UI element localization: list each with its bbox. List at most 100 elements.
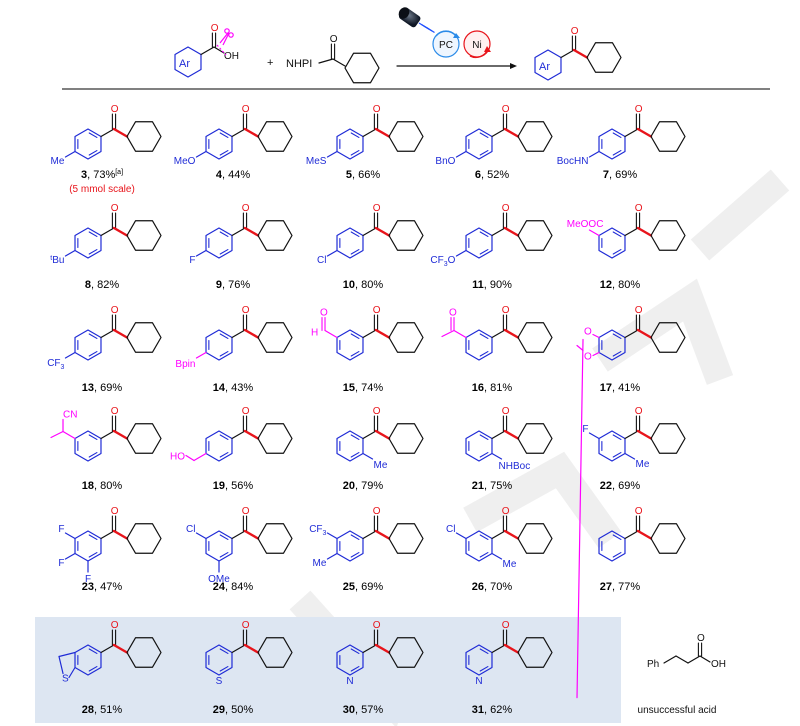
aryl-carbonyl-bond	[231, 430, 246, 440]
aromatic-bond	[88, 452, 98, 458]
aromatic-bond	[88, 666, 98, 672]
substituent-label: F	[58, 524, 64, 535]
new-cc-bond	[636, 429, 653, 440]
oxygen-atom: O	[502, 506, 510, 517]
aryl-carbonyl-bond	[491, 644, 506, 654]
header-oxygen: O	[211, 23, 219, 34]
dioxole-bond	[576, 344, 584, 352]
product-oxygen: O	[571, 26, 579, 37]
new-cc-bond	[503, 328, 520, 339]
compound-label: 24, 84%	[213, 581, 254, 593]
aryl-carbonyl-bond	[100, 644, 115, 654]
compound-label: 4, 44%	[216, 169, 250, 181]
aromatic-bond	[88, 434, 98, 440]
aromatic-bond	[219, 231, 229, 237]
aromatic-bond	[219, 333, 229, 339]
substituent-bond	[362, 452, 374, 460]
header-cyclohexyl	[344, 52, 380, 84]
compound-label: 5, 66%	[346, 169, 380, 181]
aromatic-bond	[612, 231, 622, 237]
substituent-label: Me	[636, 459, 650, 470]
substituent-label: MeS	[306, 156, 327, 167]
cyanoethyl-bond	[62, 430, 76, 440]
aromatic-bond	[612, 249, 622, 255]
compound-label: 27, 77%	[600, 581, 641, 593]
aryl-ring	[465, 128, 493, 160]
cyclohexyl-ring	[517, 423, 553, 454]
hydroxyl-label: HO	[170, 452, 185, 463]
compound-label: 25, 69%	[343, 581, 384, 593]
nhpi-label: NHPI	[286, 58, 312, 70]
nhpi-ester-bond	[318, 58, 334, 64]
aryl-carbonyl-bond	[491, 128, 506, 138]
oxygen-atom: O	[373, 506, 381, 517]
compound-yield: , 69%	[94, 382, 122, 394]
aryl-ring	[74, 329, 102, 361]
compound-number: 9	[216, 279, 222, 291]
new-cc-bond	[374, 226, 391, 237]
aryl-ring	[74, 227, 102, 259]
compound-label: 13, 69%	[82, 382, 123, 394]
header-c-oh-bond	[213, 46, 225, 54]
aryl-carbonyl-bond	[231, 530, 246, 540]
compound-yield: , 82%	[91, 279, 119, 291]
aromatic-bond	[88, 150, 98, 156]
footnote-marker: [a]	[115, 169, 123, 176]
new-cc-bond	[636, 529, 653, 540]
new-cc-bond	[374, 529, 391, 540]
substituent-label: Cl	[317, 255, 326, 266]
aromatic-bond	[350, 333, 360, 339]
aryl-carbonyl-bond	[362, 430, 377, 440]
aldehyde-oxygen: O	[320, 308, 328, 319]
aromatic-bond	[479, 648, 489, 654]
aromatic-bond	[612, 552, 622, 558]
thiophene-bond	[58, 651, 76, 658]
header-ar-label: Ar	[179, 58, 190, 70]
compound-yield: , 90%	[484, 279, 512, 291]
aromatic-bond	[88, 351, 98, 357]
header-aryl-carbonyl-bond	[200, 46, 215, 56]
dioxole-bond	[576, 338, 584, 699]
substituent-label: Me	[313, 558, 327, 569]
aryl-carbonyl-bond	[100, 430, 115, 440]
cyclohexyl-ring	[650, 322, 686, 353]
aromatic-bond	[612, 351, 622, 357]
aromatic-bond	[350, 452, 360, 458]
compound-yield: , 74%	[355, 382, 383, 394]
aryl-carbonyl-bond	[491, 530, 506, 540]
aromatic-bond	[479, 231, 489, 237]
acetyl-methyl-bond	[441, 329, 455, 338]
cyclohexyl-ring	[388, 121, 424, 152]
compound-number: 28	[82, 704, 94, 716]
substituent-label: MeO	[174, 156, 196, 167]
compound-number: 24	[213, 581, 226, 593]
cyclohexyl-ring	[388, 220, 424, 251]
product-new-cc-bond	[572, 48, 589, 59]
aromatic-bond	[219, 351, 229, 357]
cyclohexyl-ring	[650, 423, 686, 454]
aromatic-bond	[350, 231, 360, 237]
cyclohexyl-ring	[126, 220, 162, 251]
aromatic-bond	[350, 552, 360, 558]
aryl-ring	[598, 430, 626, 462]
header-oh-label: OH	[224, 51, 239, 62]
acid-oxygen: O	[697, 633, 705, 644]
compound-yield: , 77%	[612, 581, 640, 593]
substituent-label: OMe	[208, 574, 230, 585]
compound-number: 31	[472, 704, 484, 716]
aryl-ring	[336, 430, 364, 462]
aromatic-bond	[88, 552, 98, 558]
compound-yield: , 80%	[612, 279, 640, 291]
new-cc-bond	[503, 226, 520, 237]
substituent-label: CF3	[47, 358, 64, 371]
new-cc-bond	[374, 429, 391, 440]
new-cc-bond	[503, 127, 520, 138]
aryl-ring	[336, 329, 364, 361]
substituent-bond	[64, 150, 76, 158]
compound-number: 29	[213, 704, 225, 716]
